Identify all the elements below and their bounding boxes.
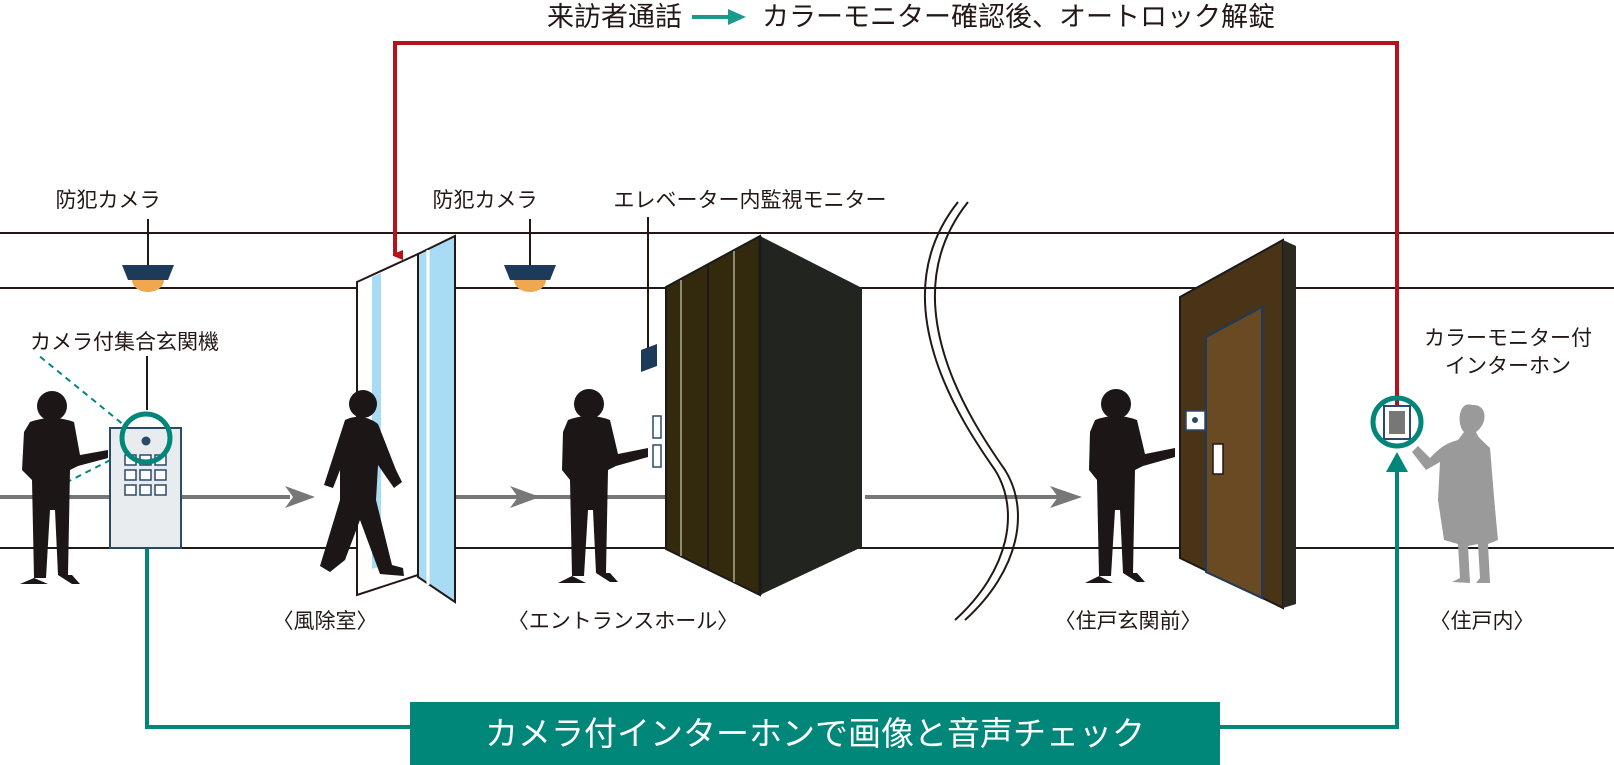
visitor-at-unit-door-silhouette <box>1085 389 1175 583</box>
bottom-banner-text: カメラ付インターホンで画像と音声チェック <box>485 714 1145 753</box>
elevator-monitor-label: エレベーター内監視モニター <box>614 188 887 212</box>
panel-label: カメラ付集合玄関機 <box>30 330 219 354</box>
flow-right-text: カラーモニター確認後、オートロック解錠 <box>762 2 1275 33</box>
unit-front-door <box>1179 238 1296 610</box>
bottom-banner: カメラ付インターホンで画像と音声チェック <box>410 702 1220 765</box>
security-camera-1-icon <box>122 219 174 292</box>
indoor-color-monitor <box>1383 405 1411 440</box>
panel-highlight-ring <box>119 411 173 465</box>
flow-left-text: 来訪者通話 <box>547 2 682 33</box>
elevator-call-buttons <box>652 415 662 468</box>
indoor-unit-label-line1: カラーモニター付 <box>1424 326 1592 350</box>
security-camera-2-icon <box>504 219 556 292</box>
indoor-unit-label-line2: インターホン <box>1445 354 1571 378</box>
location-unit-inside: 〈住戸内〉 <box>1430 609 1535 633</box>
elevator-shaft <box>665 234 862 597</box>
location-unit-front: 〈住戸玄関前〉 <box>1055 609 1202 633</box>
teal-arrowhead <box>1386 452 1408 472</box>
teal-right-arrow-icon <box>692 9 746 25</box>
indoor-monitor-highlight-ring <box>1370 395 1424 449</box>
red-flow-line <box>393 41 1399 405</box>
distance-break-curve <box>923 201 1019 621</box>
camera-2-label: 防犯カメラ <box>433 188 538 212</box>
elevator-monitor-screen <box>641 344 657 372</box>
camera-1-label: 防犯カメラ <box>56 188 161 212</box>
resident-silhouette <box>1412 404 1498 583</box>
visitor-at-elevator-silhouette <box>558 389 648 583</box>
walk-arrowheads <box>285 486 1082 508</box>
entrance-intercom-panel <box>109 427 182 549</box>
visitor-at-panel-silhouette <box>20 391 108 584</box>
glass-door <box>356 234 456 604</box>
location-windbreak: 〈風除室〉 <box>273 609 378 633</box>
location-entrance-hall: 〈エントランスホール〉 <box>508 609 739 633</box>
walking-person-silhouette <box>320 390 404 576</box>
